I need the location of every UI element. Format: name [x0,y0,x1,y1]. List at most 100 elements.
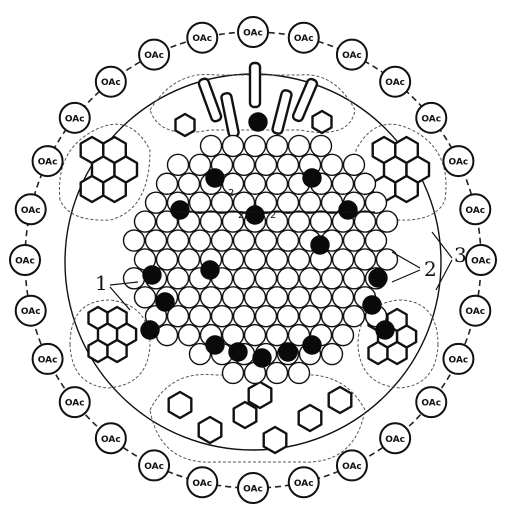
spike-ligand-icon [272,89,293,134]
oac-ligand: OAc [187,467,217,497]
cluster-atom [278,306,299,327]
oac-ligand: OAc [16,194,46,224]
hexagon-ring-icon [388,342,407,364]
dark-atom [369,269,387,287]
cluster-atom [278,192,299,213]
oac-ligand: OAc [238,17,268,47]
dark-atom [201,261,219,279]
hexagon-cluster [373,137,429,202]
cluster-atom [179,325,200,346]
cluster-atom [344,268,365,289]
cluster-atom [311,135,332,156]
oac-ligand: OAc [460,296,490,326]
cluster-atom [355,173,376,194]
cluster-atom [179,173,200,194]
cluster-atom [223,249,244,270]
cluster-atom [311,287,332,308]
cluster-atom [267,325,288,346]
dark-atom [363,296,381,314]
oac-ligand: OAc [443,146,473,176]
cluster-atom [245,173,266,194]
cluster-atom [124,230,145,251]
cluster-atom [355,249,376,270]
oac-label: OAc [21,206,41,216]
cluster-atom [146,192,167,213]
cluster-atom [234,154,255,175]
spike-ligand-icon [198,78,222,123]
cluster-atom [157,249,178,270]
oac-label: OAc [465,206,485,216]
oac-label: OAc [38,158,58,168]
cluster-atom [146,230,167,251]
cluster-atom [289,135,310,156]
oac-ligand: OAc [380,67,410,97]
cluster-atom [212,230,233,251]
spike-ligand-icon [250,63,260,107]
oac-label: OAc [144,462,164,472]
oac-ligand: OAc [460,194,490,224]
cluster-atom [190,306,211,327]
cluster-atom [267,249,288,270]
oac-label: OAc [192,479,212,489]
cluster-core [124,113,398,383]
cluster-atom [278,154,299,175]
cluster-atom [135,287,156,308]
dark-atom [171,201,189,219]
cluster-atom [300,268,321,289]
oac-ligand: OAc [33,344,63,374]
oac-label: OAc [342,51,362,61]
callout-3: 3 [454,243,467,267]
dark-atom [206,169,224,187]
cluster-atom [124,268,145,289]
hexagon-ring-icon [299,405,322,431]
cluster-atom [366,192,387,213]
oac-label: OAc [385,78,405,88]
oac-label: OAc [449,158,469,168]
spike-ligand-icon [221,92,240,137]
oac-label: OAc [465,307,485,317]
oac-ligand: OAc [187,23,217,53]
oac-label: OAc [294,479,314,489]
cluster-atom [300,306,321,327]
cluster-atom [168,268,189,289]
cluster-atom [201,211,222,232]
oac-label: OAc [342,462,362,472]
cluster-atom [289,211,310,232]
cluster-atom [344,154,365,175]
cluster-atom [322,306,343,327]
cluster-atom [278,268,299,289]
oac-label: OAc [243,485,263,495]
hexagon-ring-icon [199,417,222,443]
cluster-atom [377,211,398,232]
oac-label: OAc [15,257,35,267]
dark-atom [143,266,161,284]
cluster-atom [333,249,354,270]
cluster-atom [179,287,200,308]
callout-2: 2 [424,257,437,281]
oac-label: OAc [144,51,164,61]
cluster-atom [278,230,299,251]
hexagon-ring-icon [234,402,257,428]
hexagon-ring-icon [249,382,272,408]
oac-ligand: OAc [10,245,40,275]
cluster-atom [157,173,178,194]
oac-label: OAc [65,114,85,124]
dark-atom [249,113,267,131]
dark-atom [246,206,264,224]
cluster-atom [245,135,266,156]
cluster-atom [223,362,244,383]
cluster-atom [223,135,244,156]
dark-atom [253,349,271,367]
oac-ligand: OAc [443,344,473,374]
oac-label: OAc [243,29,263,39]
oac-ligand: OAc [337,450,367,480]
hexagon-ring-icon [81,176,104,202]
cluster-atom [157,325,178,346]
oac-ligand: OAc [416,387,446,417]
cluster-atom [212,306,233,327]
oac-ligand: OAc [416,103,446,133]
hexagon-cluster [89,307,137,362]
cluster-atom [267,135,288,156]
cluster-atom [190,192,211,213]
